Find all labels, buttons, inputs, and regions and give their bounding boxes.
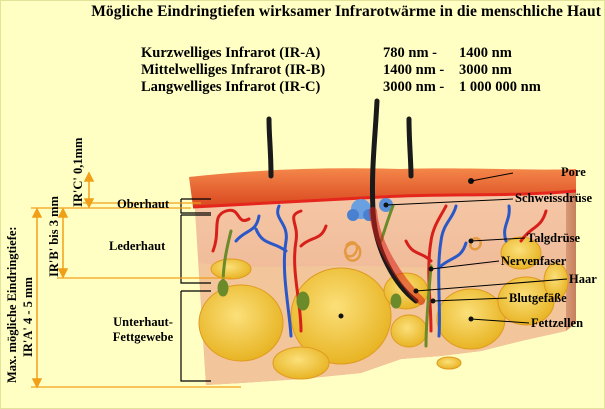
fat-cell <box>437 357 461 369</box>
diagram-title: Mögliche Eindringtiefen wirksamer Infrar… <box>1 3 601 21</box>
ir-type-row-b: Mittelwelliges Infrarot (IR-B) 1400 nm -… <box>141 62 561 78</box>
layer-label-unterhaut-line1: Unterhaut- <box>105 315 181 330</box>
structure-label-haar: Haar <box>569 272 597 287</box>
ir-range-to: 1400 nm <box>459 45 512 62</box>
structure-label-fettzellen: Fettzellen <box>531 316 583 331</box>
fat-cell <box>199 285 283 361</box>
layer-label-lederhaut: Lederhaut <box>109 239 165 254</box>
structure-label-nervenfaser: Nervenfaser <box>501 254 566 269</box>
ir-type-row-c: Langwelliges Infrarot (IR-C) 3000 nm - 1… <box>141 79 561 95</box>
fat-cell <box>211 259 251 279</box>
fat-cell <box>391 315 427 347</box>
depth-label-max: Max. mögliche Eindringtiefe: <box>5 226 20 383</box>
ir-range-to: 1 000 000 nm <box>459 79 541 96</box>
layer-label-oberhaut: Oberhaut <box>117 197 169 212</box>
ir-range-from: 780 nm - <box>383 45 437 62</box>
structure-label-talgdruese: Talgdrüse <box>527 231 580 246</box>
layer-label-unterhaut: Unterhaut- Fettgewebe <box>105 315 181 345</box>
layer-label-unterhaut-line2: Fettgewebe <box>105 330 181 345</box>
ir-type-name: Mittelwelliges Infrarot (IR-B) <box>141 62 325 79</box>
structure-label-schweissdruese: Schweissdrüse <box>515 191 592 206</box>
ir-range-to: 3000 nm <box>459 62 512 79</box>
structure-label-blutgefaesse: Blutgefäße <box>509 291 567 306</box>
ir-range-from: 3000 nm - <box>383 79 444 96</box>
ir-type-name: Langwelliges Infrarot (IR-C) <box>141 79 320 96</box>
depth-label-ir-b: IR'B' bis 3 mm <box>47 196 62 277</box>
hair <box>409 119 411 176</box>
hair <box>269 119 271 176</box>
ir-type-name: Kurzwelliges Infrarot (IR-A) <box>141 45 320 62</box>
fat-cell <box>273 347 329 379</box>
structure-label-pore: Pore <box>561 165 586 180</box>
depth-label-ir-a: IR'A' 4 - 5 mm <box>21 277 36 357</box>
ir-type-row-a: Kurzwelliges Infrarot (IR-A) 780 nm - 14… <box>141 45 561 61</box>
depth-label-ir-c: IR'C' 0,1mm <box>71 138 86 207</box>
ir-range-from: 1400 nm - <box>383 62 444 79</box>
